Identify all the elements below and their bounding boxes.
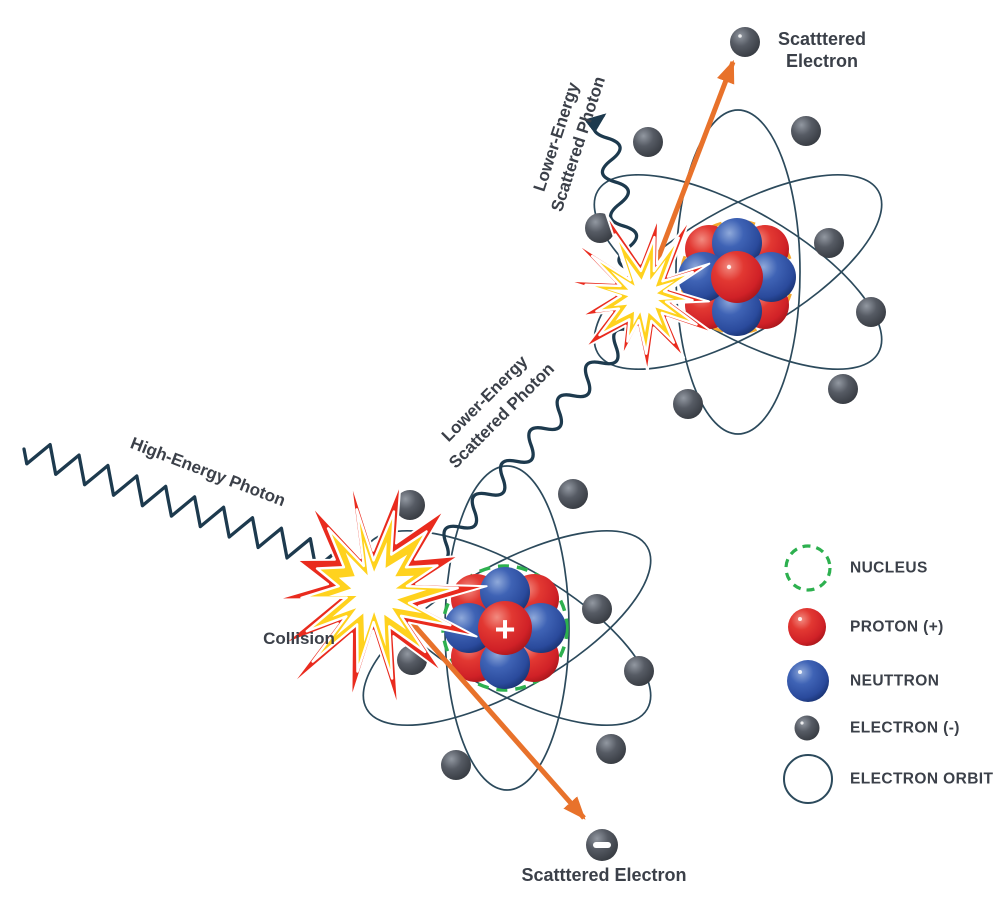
legend-row-orbit: ELECTRON ORBIT [783, 754, 994, 804]
scattered-electron-bottom [586, 829, 618, 861]
electron-ball-icon [794, 715, 820, 741]
proton-ball-icon [788, 608, 826, 646]
collision-burst-upper [565, 212, 716, 374]
orbit-circle-icon [783, 754, 833, 804]
burst-core [606, 257, 677, 333]
legend: NUCLEUS PROTON (+) NEUTTRON ELECTRON (-)… [783, 544, 994, 804]
electron-ball [828, 374, 858, 404]
lower-energy-photon-wave-top [584, 113, 647, 294]
upper-nucleus [678, 218, 796, 336]
proton-ball [478, 601, 532, 655]
highlight-dot [798, 617, 802, 621]
legend-label: PROTON (+) [850, 619, 944, 636]
label-line: Scatttered [778, 29, 866, 49]
electron-ball [395, 490, 425, 520]
legend-label: NUCLEUS [850, 560, 928, 577]
neutron-ball-icon [787, 660, 829, 702]
highlight-dot [738, 34, 742, 38]
legend-label: ELECTRON (-) [850, 720, 960, 737]
plus-icon: + [494, 609, 515, 650]
electron-ball [673, 389, 703, 419]
legend-row-nucleus: NUCLEUS [784, 544, 928, 592]
legend-row-neutron: NEUTTRON [787, 660, 939, 702]
legend-label: NEUTTRON [850, 673, 939, 690]
electron-ball [856, 297, 886, 327]
minus-icon [593, 842, 611, 848]
electron-ball [582, 594, 612, 624]
burst-core [329, 540, 427, 647]
proton-ball [711, 251, 763, 303]
highlight-dot [798, 670, 802, 674]
electron-ball [441, 750, 471, 780]
collision-label: Collision [263, 629, 335, 648]
nucleus-dashed-circle-icon [784, 544, 832, 592]
legend-label: ELECTRON ORBIT [850, 771, 994, 788]
label-line: Electron [786, 51, 858, 71]
photon-mid-label: Lower-Energy Scattered Photon [438, 351, 558, 472]
electron-orbit [675, 109, 801, 435]
electron-ball [624, 656, 654, 686]
electron-ball [791, 116, 821, 146]
scattered-electron-bottom-label: Scatttered Electron [521, 865, 686, 885]
scattered-electron-top-label: Scatttered Electron [778, 29, 866, 71]
legend-row-electron: ELECTRON (-) [794, 715, 960, 741]
highlight-dot [800, 721, 804, 725]
scattered-electron-top [730, 27, 760, 57]
legend-row-proton: PROTON (+) [788, 608, 944, 646]
electron-ball [730, 27, 760, 57]
scattered-electron-arrow-up [643, 59, 736, 291]
upper-atom [585, 109, 886, 435]
collision-burst-lower [274, 479, 488, 710]
scattered-electron-arrow-down [390, 598, 586, 820]
high-energy-photon-wave [22, 442, 344, 571]
lower-energy-photon-wave-mid [430, 327, 632, 563]
electron-ball [814, 228, 844, 258]
highlight-dot [726, 264, 732, 270]
electron-ball [633, 127, 663, 157]
electron-ball [558, 479, 588, 509]
electron-ball [596, 734, 626, 764]
